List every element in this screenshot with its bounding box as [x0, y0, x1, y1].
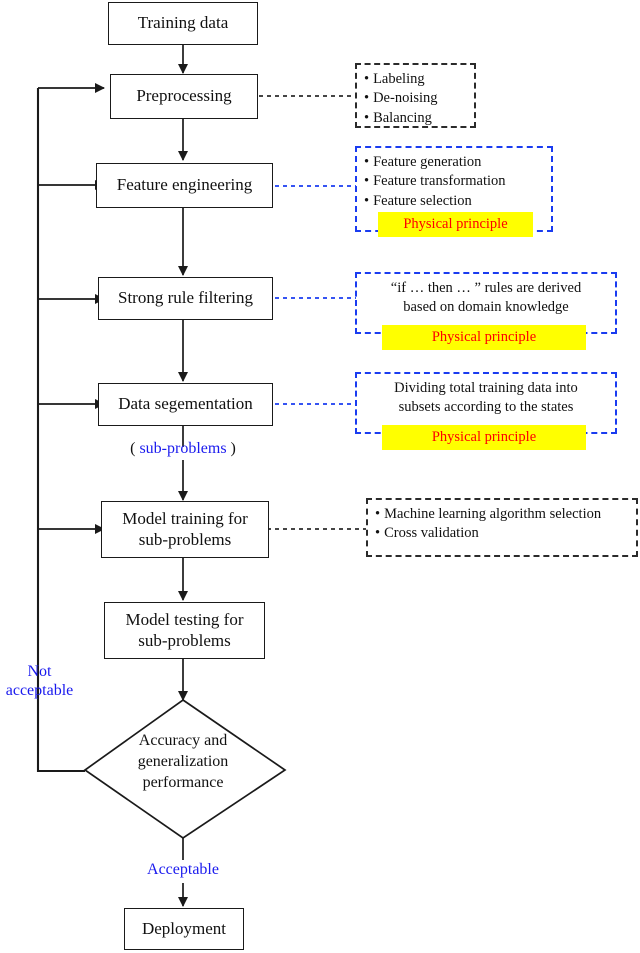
node-training-data[interactable]: Training data [108, 2, 258, 45]
annotation-preprocessing-item-2: Balancing [364, 109, 467, 128]
annotation-segmentation-line-0: Dividing total training data into [394, 380, 578, 396]
annotation-segmentation-line-1: subsets according to the states [398, 399, 574, 416]
node-training-data-label: Training data [137, 13, 229, 33]
node-data-segementation-label: Data segementation [118, 394, 253, 414]
node-deployment[interactable]: Deployment [124, 908, 244, 950]
node-model-training-line1: Model training for [122, 508, 248, 528]
sub-problems-text: sub-problems [139, 440, 227, 457]
annotation-feature-engineering: Feature generation Feature transformatio… [355, 146, 553, 232]
node-preprocessing-label: Preprocessing [136, 86, 232, 106]
edge-label-sub-problems: ( sub-problems ) [83, 440, 283, 458]
not-acceptable-line2: acceptable [5, 681, 74, 699]
annotation-preprocessing-item-0: Labeling [364, 70, 467, 89]
node-model-training[interactable]: Model training for sub-problems [101, 501, 269, 558]
sub-problems-open-paren: ( [130, 440, 136, 457]
node-model-training-line2: sub-problems [138, 529, 232, 549]
highlight-physical-principle-feature: Physical principle [378, 212, 533, 237]
edge-label-acceptable: Acceptable [147, 861, 219, 878]
node-preprocessing[interactable]: Preprocessing [110, 74, 258, 119]
annotation-rule-line-0: “if … then … ” rules are derived [390, 280, 582, 296]
node-feature-engineering-label: Feature engineering [116, 175, 253, 195]
node-strong-rule-filtering-label: Strong rule filtering [117, 288, 254, 308]
highlight-physical-principle-segmentation: Physical principle [382, 425, 586, 450]
sub-problems-close-paren: ) [230, 440, 236, 457]
edge-label-not-acceptable: Not acceptable [0, 663, 79, 701]
node-model-testing-line2: sub-problems [138, 630, 231, 650]
node-feature-engineering[interactable]: Feature engineering [96, 163, 273, 208]
annotation-preprocessing: Labeling De-noising Balancing [355, 63, 476, 128]
highlight-physical-principle-rule: Physical principle [382, 325, 586, 350]
annotation-model-training-item-0: Machine learning algorithm selection [375, 505, 629, 524]
node-strong-rule-filtering[interactable]: Strong rule filtering [98, 277, 273, 320]
node-decision-text[interactable]: Accuracy and generalization performance [110, 730, 256, 793]
node-data-segementation[interactable]: Data segementation [98, 383, 273, 426]
node-deployment-label: Deployment [141, 918, 227, 938]
annotation-feature-item-1: Feature transformation [364, 172, 544, 191]
decision-diamond [83, 698, 287, 840]
node-model-testing[interactable]: Model testing for sub-problems [104, 602, 265, 659]
node-decision-line3: performance [142, 774, 224, 792]
annotation-rule-line-1: based on domain knowledge [403, 299, 569, 316]
annotation-feature-item-2: Feature selection [364, 192, 544, 211]
annotation-feature-item-0: Feature generation [364, 153, 544, 172]
feedback-spine [36, 88, 85, 773]
annotation-preprocessing-item-1: De-noising [364, 89, 467, 108]
node-decision-line1: Accuracy and [138, 732, 228, 749]
node-decision-line2: generalization [137, 753, 229, 771]
annotation-strong-rule-filtering: “if … then … ” rules are derived based o… [355, 272, 617, 334]
not-acceptable-line1: Not [27, 663, 52, 680]
annotation-model-training: Machine learning algorithm selection Cro… [366, 498, 638, 557]
annotation-model-training-item-1: Cross validation [375, 524, 629, 543]
node-model-testing-line1: Model testing for [125, 609, 244, 629]
